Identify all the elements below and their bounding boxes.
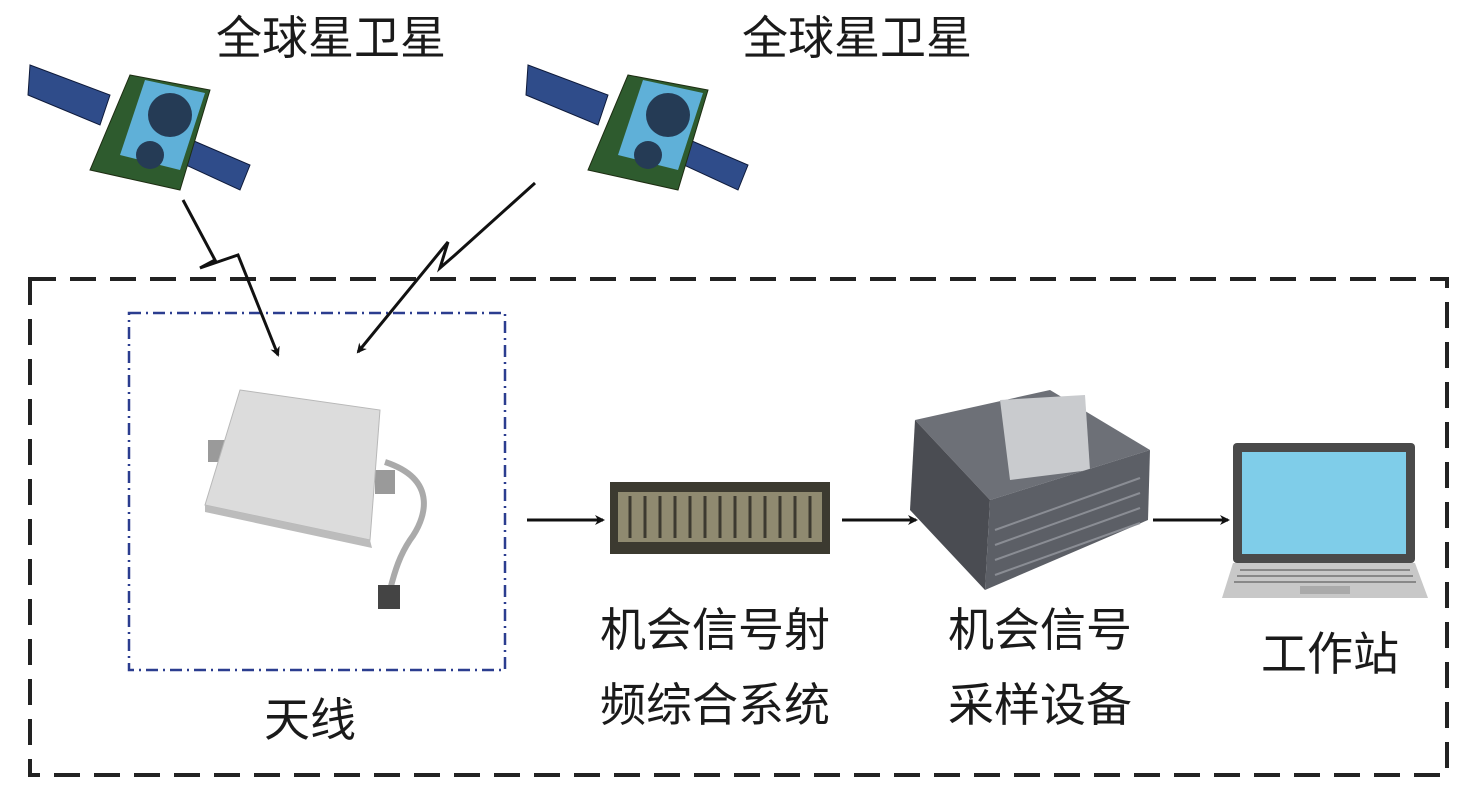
rf-system-label-line2: 频综合系统 xyxy=(600,678,830,732)
laptop-image xyxy=(1222,443,1428,598)
sampler-label-line1: 机会信号 xyxy=(948,603,1132,657)
satellite-icon xyxy=(27,64,251,191)
workstation-label: 工作站 xyxy=(1261,627,1399,681)
satellite-label: 全球星卫星 xyxy=(742,11,972,65)
signal-arrow xyxy=(356,181,537,354)
antenna-image xyxy=(204,389,427,609)
satellite-icon xyxy=(525,64,749,191)
system-boundary-box xyxy=(28,277,1449,777)
sampler-image xyxy=(910,390,1150,590)
sampler-label-line2: 采样设备 xyxy=(948,678,1132,732)
satellite-label: 全球星卫星 xyxy=(216,11,446,65)
antenna-label: 天线 xyxy=(264,693,356,747)
antenna-boundary-box xyxy=(127,311,507,672)
rf-system-label-line1: 机会信号射 xyxy=(600,603,830,657)
signal-arrow xyxy=(181,199,280,357)
rf-system-image xyxy=(610,482,830,554)
